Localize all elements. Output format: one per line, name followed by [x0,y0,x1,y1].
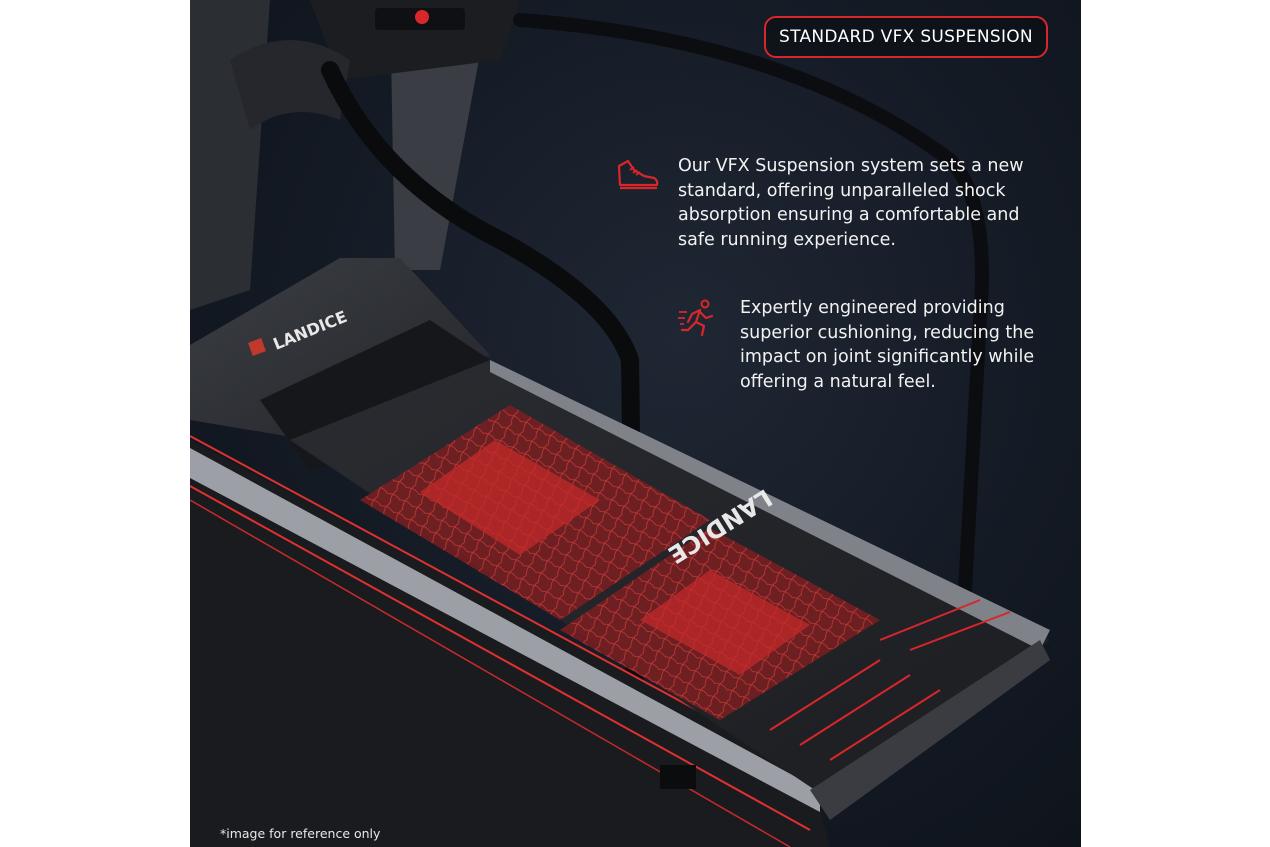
feature-cushioning: Expertly engineered providing superior c… [678,296,1040,394]
treadmill-illustration: LANDICE LANDICE [190,0,1050,847]
feature-2-text: Expertly engineered providing superior c… [740,298,1035,392]
suspension-badge: STANDARD VFX SUSPENSION [764,16,1048,58]
reference-footnote: *image for reference only [220,826,381,841]
running-person-icon [678,299,714,337]
side-handrail-right [513,13,989,597]
running-deck: LANDICE [290,360,1050,820]
running-shoe-icon [617,159,659,190]
deck-side-rail [190,435,831,847]
handrail-foot [660,765,696,789]
feature-shock-absorption: Our VFX Suspension system sets a new sta… [617,154,1038,252]
side-handrail-left [321,61,645,799]
console-column [190,0,520,310]
product-image-canvas: LANDICE LANDICE [190,0,1081,847]
badge-label: STANDARD VFX SUSPENSION [779,27,1033,47]
feature-1-text: Our VFX Suspension system sets a new sta… [678,156,1024,250]
